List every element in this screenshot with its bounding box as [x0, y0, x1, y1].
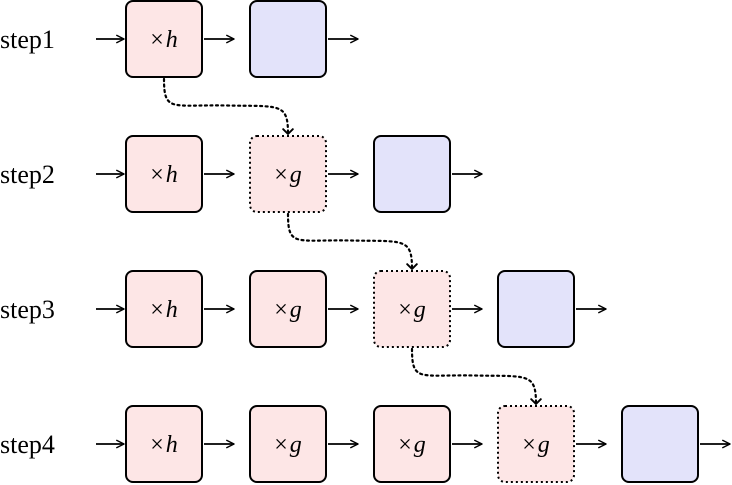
op-box — [373, 405, 451, 483]
op-variable: g — [414, 432, 426, 458]
op-variable: h — [166, 162, 178, 188]
op-variable: g — [290, 162, 302, 188]
op-box — [249, 405, 327, 483]
op-symbol: × — [150, 162, 164, 188]
op-variable: g — [414, 297, 426, 323]
transition-arrow — [162, 77, 294, 136]
op-box — [125, 405, 203, 483]
op-label: ×h — [150, 432, 178, 458]
new-op-box — [249, 135, 327, 213]
empty-box — [621, 405, 699, 483]
new-op-box — [497, 405, 575, 483]
op-label: ×g — [274, 432, 302, 458]
op-symbol: × — [274, 297, 288, 323]
op-symbol: × — [398, 297, 412, 323]
step-row-2: step2×h×g — [0, 135, 483, 213]
op-symbol: × — [150, 297, 164, 323]
op-label: ×g — [398, 432, 426, 458]
op-label: ×g — [522, 432, 550, 458]
op-box — [125, 0, 203, 78]
empty-box — [373, 135, 451, 213]
op-symbol: × — [522, 432, 536, 458]
op-label: ×h — [150, 27, 178, 53]
transition-arrow — [410, 347, 542, 406]
op-variable: h — [166, 432, 178, 458]
transition-arrow — [286, 212, 418, 271]
op-variable: h — [166, 297, 178, 323]
op-label: ×g — [398, 297, 426, 323]
op-variable: h — [166, 27, 178, 53]
op-label: ×g — [274, 162, 302, 188]
step-row-3: step3×h×g×g — [0, 270, 607, 348]
op-symbol: × — [398, 432, 412, 458]
op-symbol: × — [150, 27, 164, 53]
op-label: ×g — [274, 297, 302, 323]
op-box — [249, 270, 327, 348]
step-row-4: step4×h×g×g×g — [0, 405, 731, 483]
new-op-box — [373, 270, 451, 348]
op-variable: g — [290, 432, 302, 458]
empty-box — [249, 0, 327, 78]
op-label: ×h — [150, 162, 178, 188]
op-symbol: × — [274, 432, 288, 458]
step-label: step4 — [0, 430, 55, 459]
op-label: ×h — [150, 297, 178, 323]
step-label: step3 — [0, 295, 55, 324]
step-row-1: step1 ×h — [0, 0, 359, 78]
op-box — [125, 270, 203, 348]
step-label: step2 — [0, 160, 55, 189]
op-variable: g — [538, 432, 550, 458]
op-variable: g — [290, 297, 302, 323]
empty-box — [497, 270, 575, 348]
op-symbol: × — [150, 432, 164, 458]
op-symbol: × — [274, 162, 288, 188]
op-box — [125, 135, 203, 213]
step-label: step1 — [0, 25, 55, 54]
